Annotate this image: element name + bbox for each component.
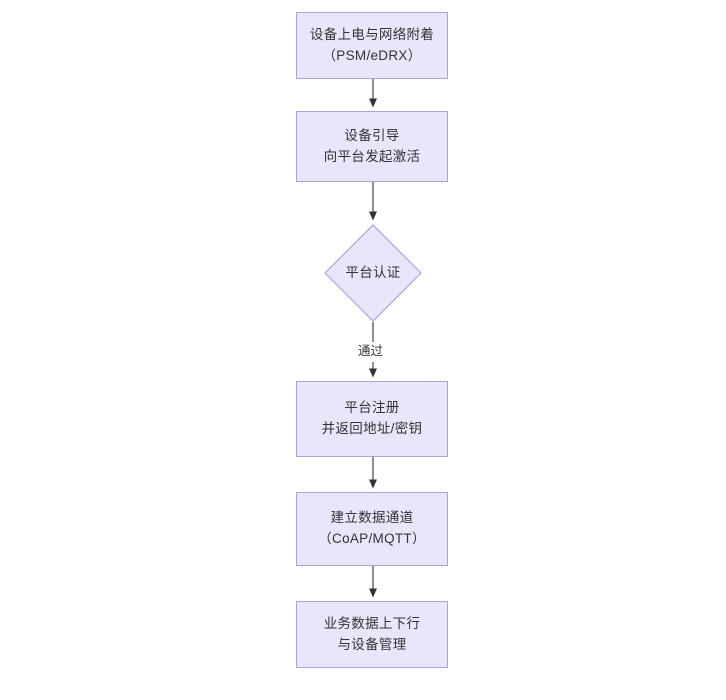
node-data-channel-line-2: （CoAP/MQTT） <box>318 531 426 546</box>
diamond-shape-icon <box>324 224 422 322</box>
node-power-on-line-1: 设备上电与网络附着 <box>309 26 435 42</box>
node-bootstrap-line-2: 向平台发起激活 <box>323 148 421 164</box>
node-platform-register-line-2: 并返回地址/密钥 <box>321 421 423 436</box>
node-business-data-line-1: 业务数据上下行 <box>323 615 421 631</box>
node-power-on[interactable]: 设备上电与网络附着 （PSM/eDRX） <box>296 12 448 79</box>
node-business-data-line-2: 与设备管理 <box>337 636 407 652</box>
node-platform-auth[interactable]: 平台认证 <box>324 224 422 322</box>
node-data-channel[interactable]: 建立数据通道 （CoAP/MQTT） <box>296 492 448 566</box>
node-business-data[interactable]: 业务数据上下行 与设备管理 <box>296 601 448 668</box>
node-bootstrap-line-1: 设备引导 <box>344 127 400 143</box>
node-data-channel-line-1: 建立数据通道 <box>330 510 414 526</box>
node-bootstrap[interactable]: 设备引导 向平台发起激活 <box>296 111 448 182</box>
node-platform-auth-label: 平台认证 <box>345 264 401 280</box>
node-platform-register-line-1: 平台注册 <box>344 400 400 416</box>
edge-label-pass-text: 通过 <box>358 344 384 358</box>
node-power-on-line-2: （PSM/eDRX） <box>322 47 422 63</box>
edge-label-pass: 通过 <box>355 342 387 362</box>
node-platform-register[interactable]: 平台注册 并返回地址/密钥 <box>296 381 448 457</box>
